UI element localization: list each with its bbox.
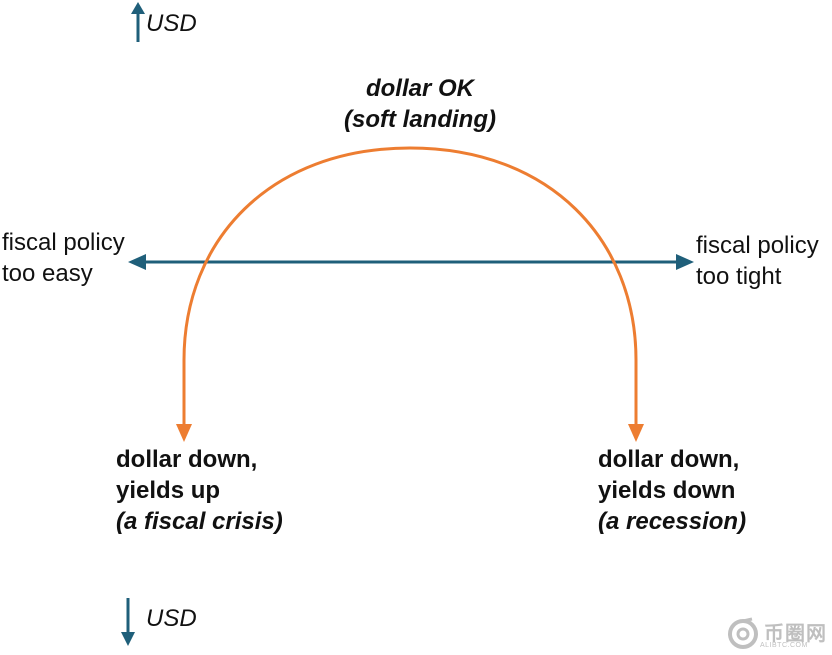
right-outcome-line1: dollar down,: [598, 446, 740, 473]
left-outcome-line2: yields up: [116, 477, 221, 504]
left-outcome-line1: dollar down,: [116, 446, 258, 473]
axis-left-label-line1: fiscal policy: [2, 229, 125, 256]
axis-left-label: fiscal policy too easy: [2, 227, 125, 289]
axis-right-label-line1: fiscal policy: [696, 232, 819, 259]
watermark-subtext: ALIBTC.COM: [760, 642, 808, 649]
peak-label: dollar OK (soft landing): [300, 73, 540, 135]
peak-subtitle: (soft landing): [344, 106, 496, 133]
watermark-icon: [728, 617, 758, 649]
watermark-logo: 币圈网 ALIBTC.COM: [726, 614, 832, 655]
arc-right-arrowhead: [628, 424, 644, 442]
left-outcome-note: (a fiscal crisis): [116, 508, 283, 535]
left-outcome-label: dollar down, yields up (a fiscal crisis): [116, 444, 283, 537]
axis-left-arrowhead: [128, 254, 146, 270]
axis-right-label: fiscal policy too tight: [696, 230, 819, 292]
usd-down-arrowhead: [121, 632, 135, 646]
arc-left-arrowhead: [176, 424, 192, 442]
right-outcome-line2: yields down: [598, 477, 736, 504]
watermark-text: 币圈网: [764, 623, 827, 645]
peak-title: dollar OK: [365, 75, 474, 102]
right-outcome-label: dollar down, yields down (a recession): [598, 444, 746, 537]
usd-up-arrowhead: [131, 2, 145, 14]
axis-right-label-line2: too tight: [696, 263, 782, 290]
right-outcome-note: (a recession): [598, 508, 747, 535]
policy-outcome-arc: [182, 146, 638, 430]
usd-down-label: USD: [146, 605, 197, 632]
axis-left-label-line2: too easy: [2, 260, 93, 287]
usd-up-label: USD: [146, 10, 197, 37]
axis-right-arrowhead: [676, 254, 694, 270]
